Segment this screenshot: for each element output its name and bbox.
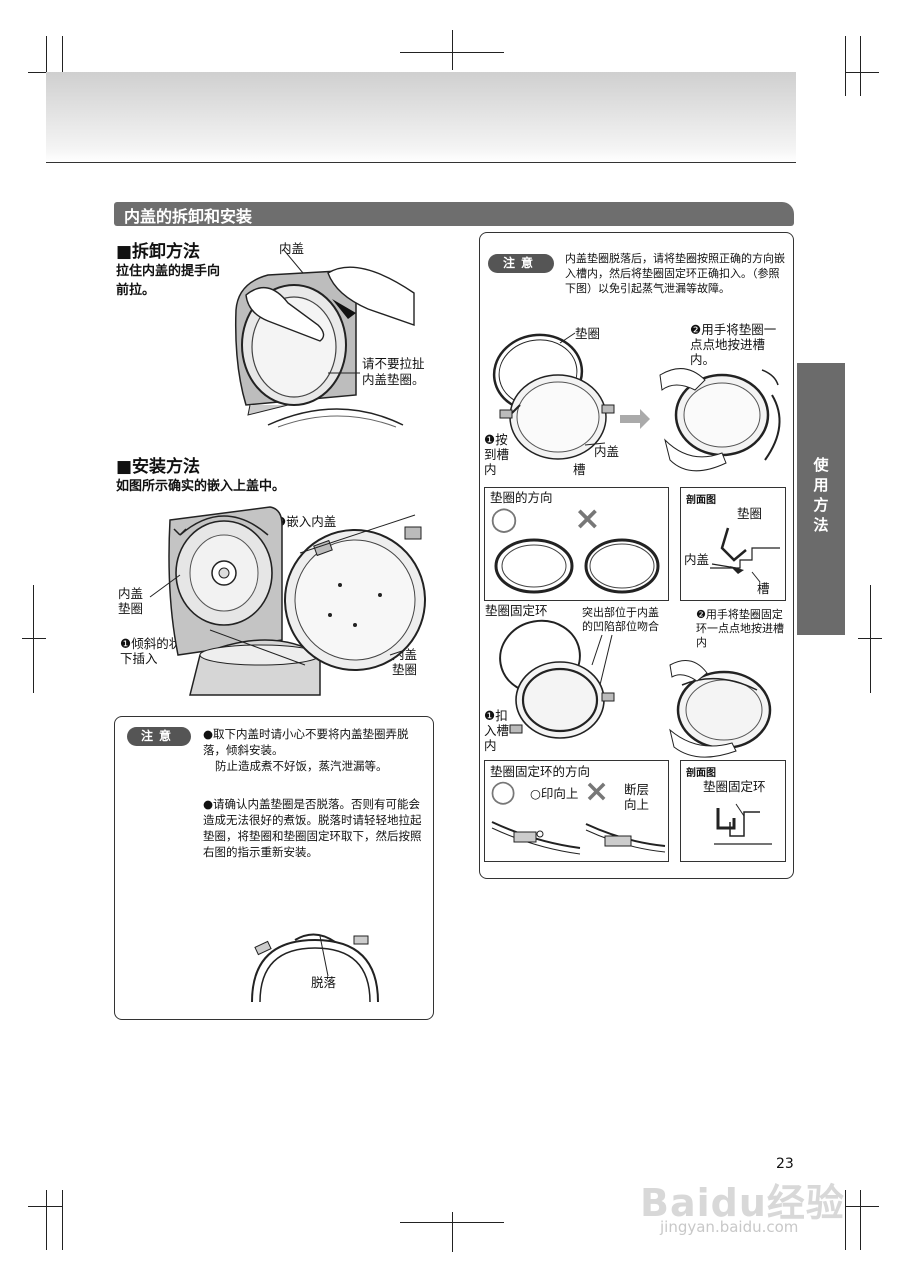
label-detached: 脱落: [311, 975, 337, 990]
label-fix-step2: ❷用手将垫圈固定环一点点地按进槽内: [696, 608, 784, 649]
crop-mark: [400, 1222, 504, 1223]
ng-mark-icon: ×: [584, 774, 610, 809]
section-title-bar: 内盖的拆卸和安装: [114, 202, 794, 226]
caution-badge-left: 注意: [127, 727, 191, 746]
section-view-box-2: [680, 760, 786, 862]
removal-illustration: [234, 248, 415, 428]
label-step-up: 断层向上: [624, 782, 650, 812]
label-fix-ring: 垫圈固定环: [485, 603, 548, 618]
watermark-url: jingyan.baidu.com: [660, 1218, 799, 1236]
crop-mark: [62, 36, 63, 96]
side-tab-text: 使用方法: [813, 456, 829, 534]
side-tab: 使用方法: [797, 363, 845, 635]
gasket-fitting-illustration: [492, 332, 781, 472]
crop-mark: [62, 1190, 63, 1250]
caution-box-left: [114, 716, 434, 1020]
crop-mark: [860, 36, 861, 96]
label-fix-step1: ❶扣入槽内: [484, 708, 510, 753]
crop-mark: [845, 72, 879, 73]
label-inner-lid: 内盖: [279, 241, 305, 256]
label-groove: 槽: [573, 462, 586, 477]
crop-mark: [46, 36, 47, 96]
caution-right-text: 内盖垫圈脱落后，请将垫圈按照正确的方向嵌入槽内，然后将垫圈固定环正确扣入。（参照…: [565, 252, 785, 295]
caution-left-item1-line1: ●取下内盖时请小心不要将内盖垫圈弄脱落，倾斜安装。: [203, 727, 409, 757]
crop-mark: [845, 1206, 879, 1207]
crop-mark: [858, 638, 882, 639]
crop-mark: [452, 30, 453, 70]
ok-mark-icon: ○: [490, 499, 518, 537]
section-view-2-illustration: [714, 803, 772, 845]
crop-mark: [452, 1212, 453, 1252]
crop-mark: [28, 1206, 62, 1207]
removal-heading: ■拆卸方法: [116, 242, 201, 262]
crop-mark: [870, 585, 871, 693]
label-inner-lid-right: 内盖: [594, 444, 620, 459]
crop-mark: [22, 638, 46, 639]
install-instruction: 如图所示确实的嵌入上盖中。: [116, 479, 286, 494]
label-step2-press: ❷用手将垫圈一点点地按进槽内。: [690, 322, 777, 367]
watermark-brand: Baidu经验: [640, 1181, 845, 1225]
install-heading: ■安装方法: [116, 457, 201, 477]
label-lid-gasket-left: 内盖垫圈: [118, 586, 144, 616]
crop-mark: [400, 52, 504, 53]
section-view-1-gasket: 垫圈: [737, 506, 763, 521]
section-view-1-groove: 槽: [757, 581, 770, 596]
crop-mark: [860, 1190, 861, 1250]
install-step2: ❷嵌入内盖: [275, 514, 337, 529]
caution-badge-right: 注意: [488, 254, 554, 273]
caution-left-item2: ●请确认内盖垫圈是否脱落。否则有可能会造成无法很好的煮饭。脱落时请轻轻地拉起垫圈…: [203, 797, 422, 859]
caution-left-item1: ●取下内盖时请小心不要将内盖垫圈弄脱落，倾斜安装。 防止造成煮不好饭，蒸汽泄漏等…: [203, 726, 427, 774]
section-view-1-inner-lid: 内盖: [684, 552, 710, 567]
crop-mark: [33, 585, 34, 693]
fix-ring-illustration: [499, 619, 772, 758]
label-gasket: 垫圈: [575, 326, 601, 341]
section-view-2-title: 剖面图: [686, 768, 716, 779]
caution-left-item1-line2: 防止造成煮不好饭，蒸汽泄漏等。: [215, 759, 388, 773]
removal-instruction: 拉住内盖的提手向前拉。: [116, 264, 221, 298]
header-band: [46, 72, 796, 163]
section-view-1-illustration: [710, 527, 780, 583]
ring-direction-box: [484, 760, 669, 862]
ng-mark-icon: ×: [574, 499, 601, 537]
detached-gasket-illustration: [251, 933, 379, 1003]
install-illustration: [149, 506, 426, 696]
gasket-orientation-illustration: [494, 538, 660, 594]
label-protrusion: 突出部位于内盖的凹陷部位吻合: [582, 606, 659, 633]
section-view-1-title: 剖面图: [686, 495, 716, 506]
ring-orientation-illustration: [491, 821, 666, 855]
section-view-2-ring: 垫圈固定环: [703, 779, 766, 794]
label-mark-up: ○印向上: [530, 786, 579, 801]
ok-mark-icon: ○: [490, 774, 517, 809]
crop-mark: [28, 72, 62, 73]
label-step1-press: ❶按到槽内: [484, 432, 510, 477]
gasket-direction-title: 垫圈的方向: [490, 490, 553, 505]
section-view-box-1: [680, 487, 786, 601]
crop-mark: [46, 1190, 47, 1250]
section-title: 内盖的拆卸和安装: [124, 207, 253, 226]
label-warning: 请不要拉扯内盖垫圈。: [362, 356, 425, 387]
page-number: 23: [776, 1156, 794, 1172]
crop-mark: [845, 36, 846, 96]
crop-mark: [845, 1190, 846, 1250]
ring-direction-title: 垫圈固定环的方向: [490, 764, 591, 779]
